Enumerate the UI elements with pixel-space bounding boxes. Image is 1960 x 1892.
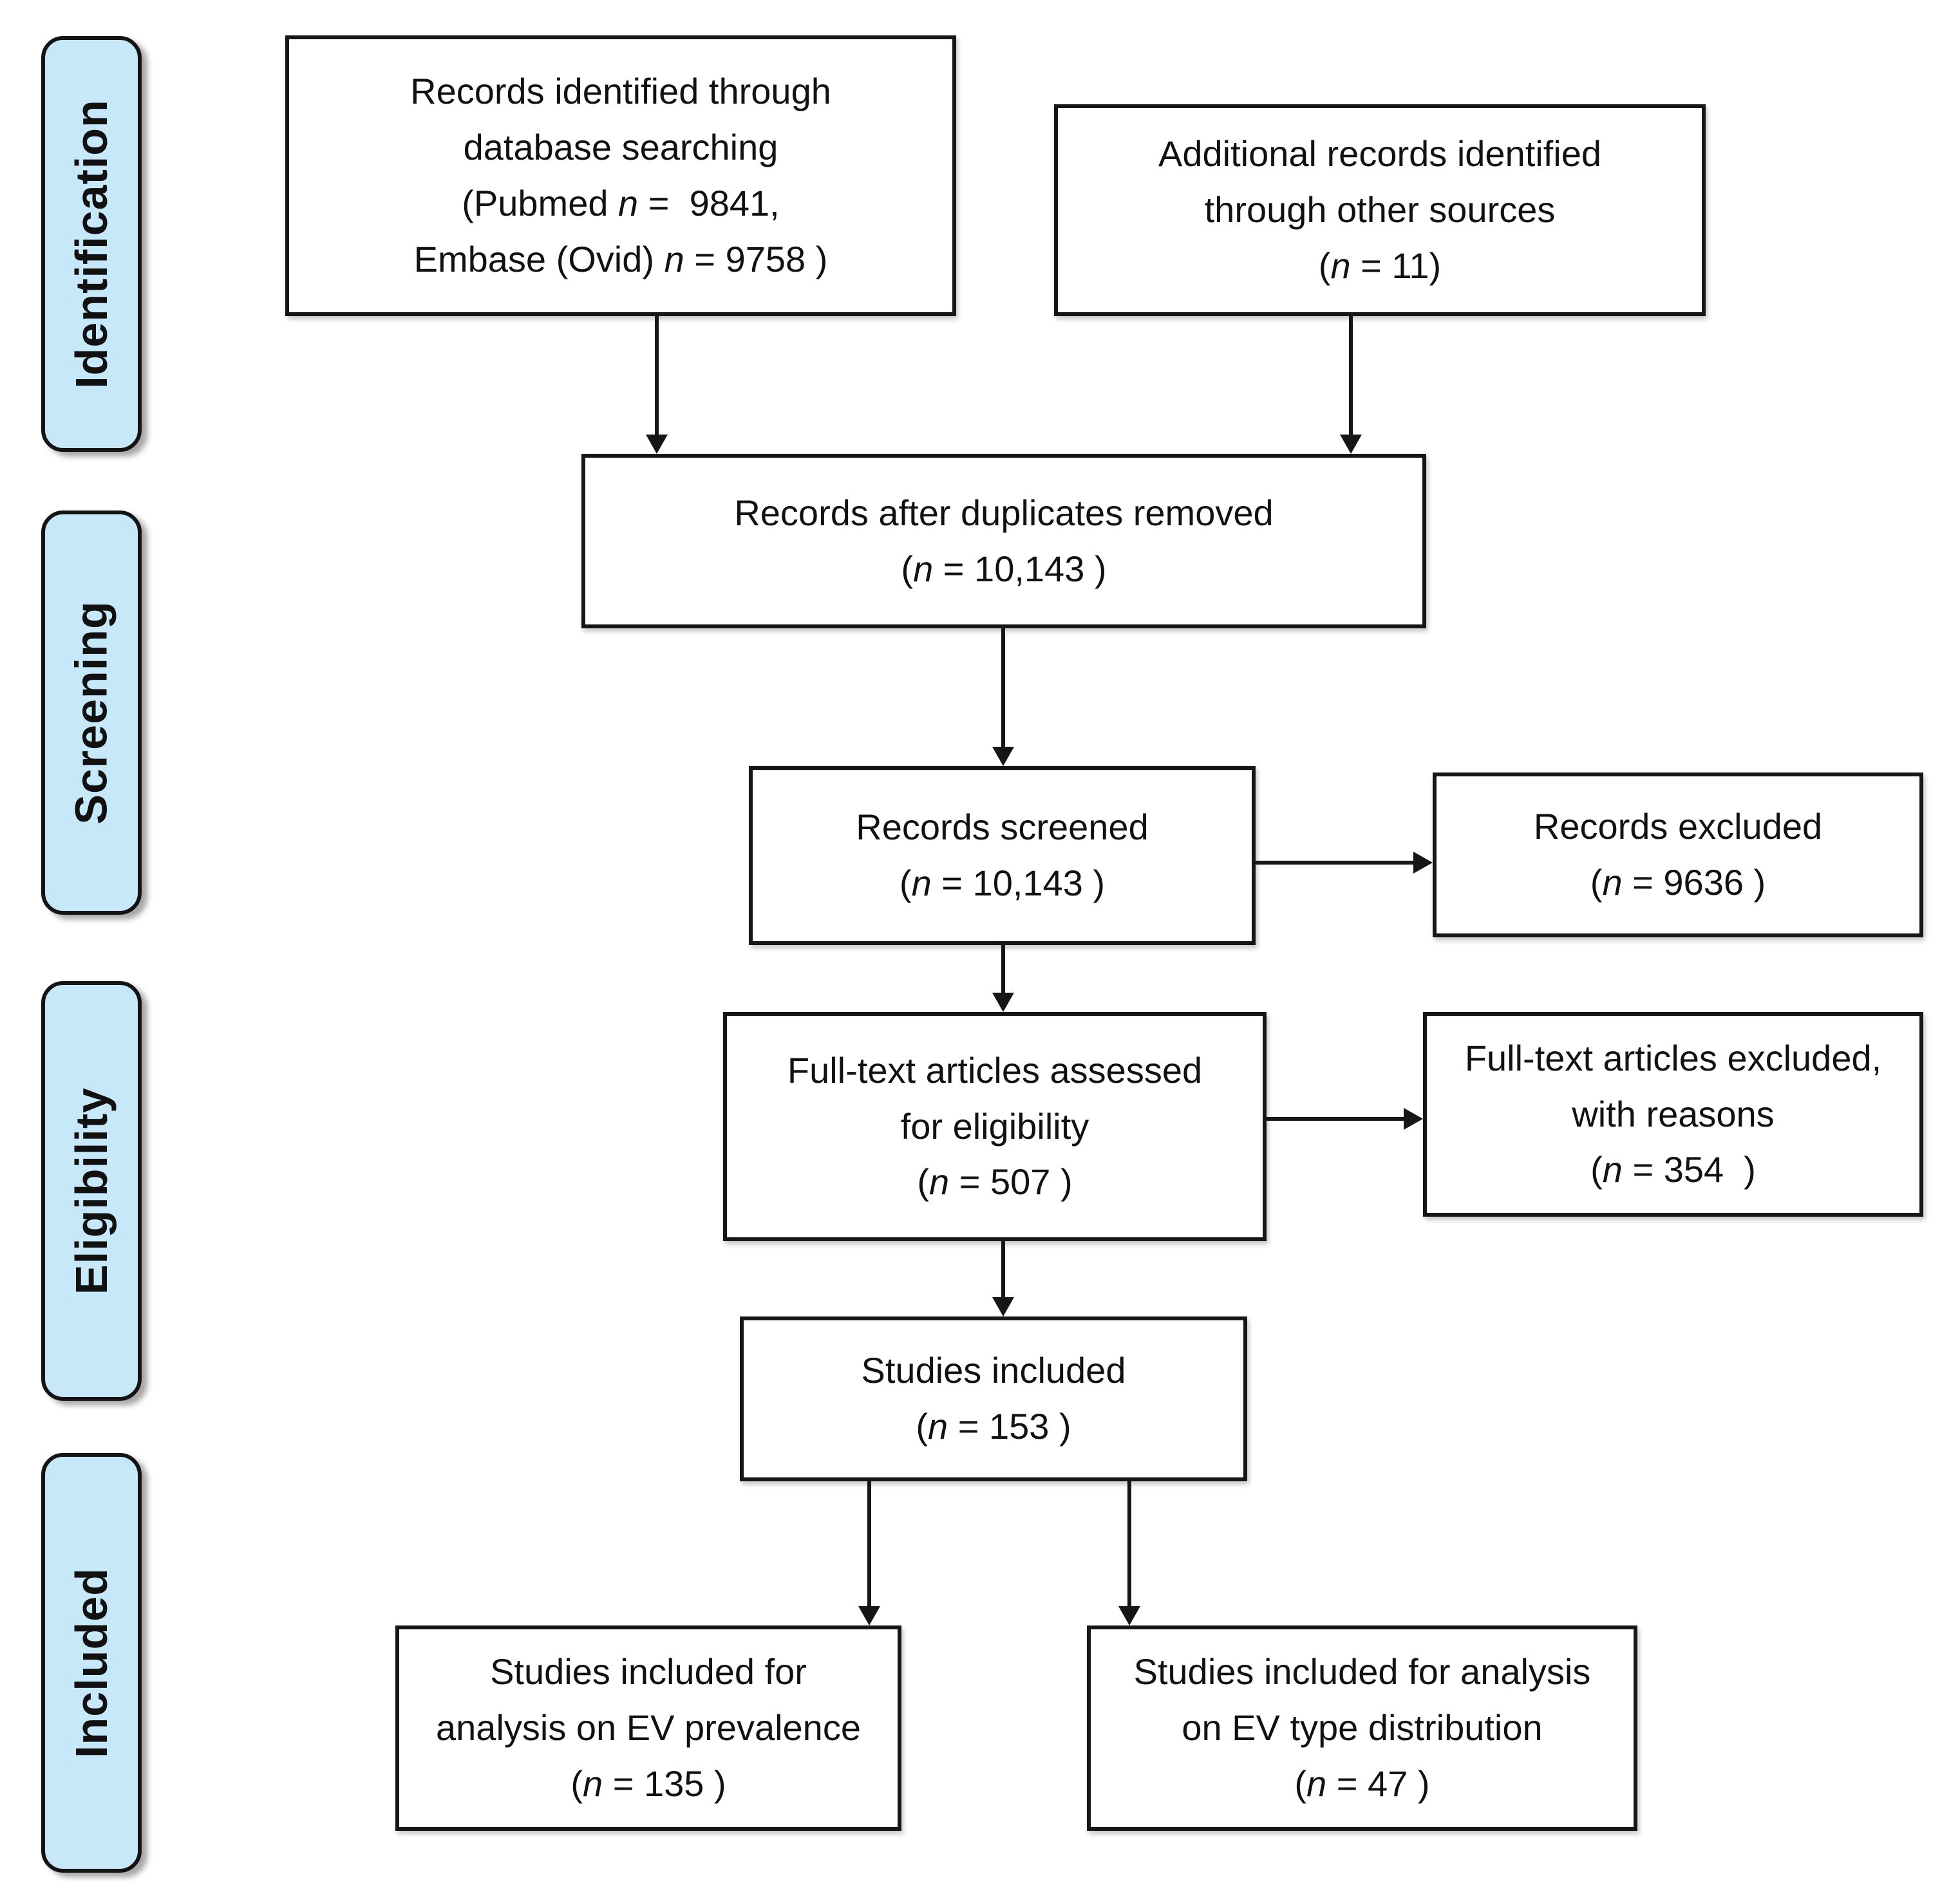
arrow-screened-to-fulltext-line — [1001, 945, 1005, 994]
arrow-fulltext-to-ftexcluded-line — [1267, 1117, 1405, 1121]
stage-label-text: Screening — [66, 601, 117, 825]
arrow-fulltext-to-studies-line — [1001, 1241, 1005, 1298]
arrow-screened-to-fulltext-head — [992, 993, 1014, 1012]
stage-label-text: Identification — [66, 99, 117, 389]
stage-label-eligibility: Eligibility — [41, 981, 142, 1401]
box-records-excluded: Records excluded(n = 9636 ) — [1433, 773, 1923, 937]
box-studies-included: Studies included(n = 153 ) — [740, 1316, 1247, 1481]
arrow-additional-to-duplicates-head — [1340, 435, 1362, 454]
arrow-identified-to-duplicates-line — [655, 316, 659, 436]
arrow-fulltext-to-ftexcluded-head — [1404, 1108, 1423, 1130]
box-records-excluded-text: Records excluded(n = 9636 ) — [1533, 806, 1823, 903]
box-fulltext-excluded: Full-text articles excluded,with reasons… — [1423, 1012, 1923, 1217]
box-duplicates-removed-text: Records after duplicates removed(n = 10,… — [734, 492, 1274, 589]
arrow-screened-to-excluded-head — [1413, 852, 1433, 874]
stage-label-screening: Screening — [41, 510, 142, 915]
arrow-fulltext-to-studies-head — [992, 1297, 1014, 1316]
arrow-duplicates-to-screened-line — [1001, 628, 1005, 748]
box-fulltext-excluded-text: Full-text articles excluded,with reasons… — [1464, 1037, 1882, 1190]
arrow-studies-to-prevalence-head — [858, 1606, 880, 1625]
stage-label-included: Included — [41, 1453, 142, 1873]
arrow-additional-to-duplicates-line — [1349, 316, 1353, 436]
box-records-screened-text: Records screened(n = 10,143 ) — [856, 807, 1149, 903]
arrow-duplicates-to-screened-head — [992, 747, 1014, 766]
arrow-screened-to-excluded-line — [1256, 861, 1415, 865]
stage-label-identification: Identification — [41, 36, 142, 452]
box-duplicates-removed: Records after duplicates removed(n = 10,… — [581, 454, 1426, 628]
arrow-identified-to-duplicates-head — [646, 435, 668, 454]
arrow-studies-to-prevalence-line — [867, 1481, 871, 1607]
box-records-screened: Records screened(n = 10,143 ) — [749, 766, 1256, 945]
box-studies-included-text: Studies included(n = 153 ) — [861, 1350, 1126, 1447]
stage-label-text: Eligibility — [66, 1087, 117, 1295]
arrow-studies-to-evtype-head — [1118, 1606, 1140, 1625]
arrow-studies-to-evtype-line — [1127, 1481, 1131, 1607]
stage-label-text: Included — [66, 1568, 117, 1758]
